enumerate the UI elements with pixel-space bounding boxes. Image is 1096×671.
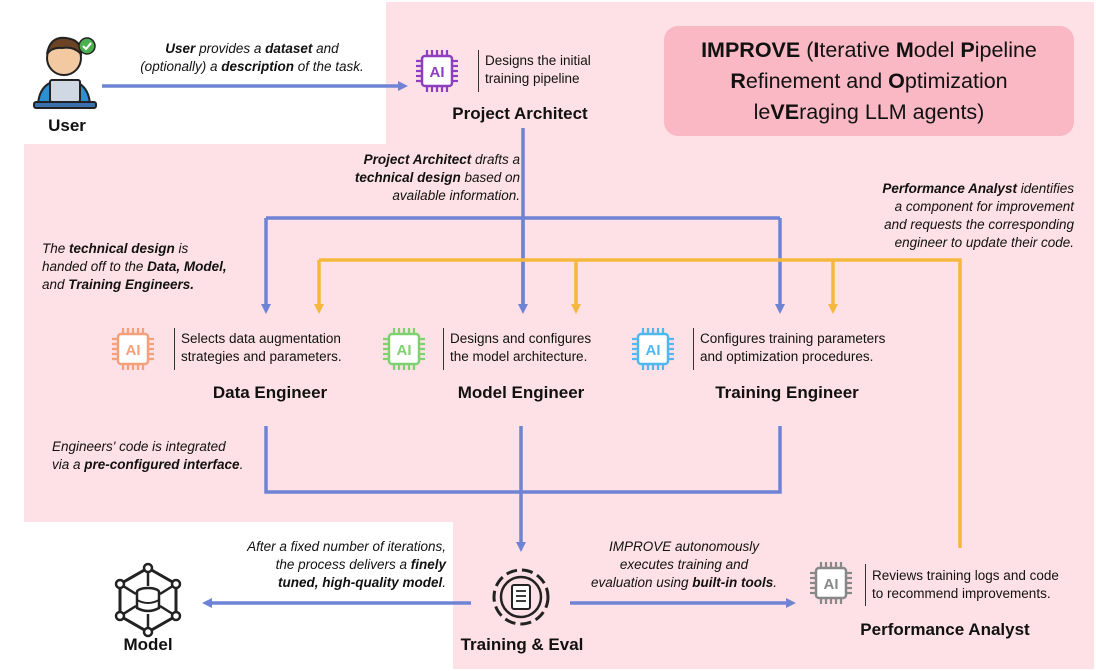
model-engineer-divider [443,328,444,370]
svg-text:AI: AI [430,64,445,81]
performance-analyst-label: Performance Analyst [860,620,1030,639]
note-final-model: After a fixed number of iterations, the … [247,539,446,590]
network-database-icon [114,562,182,638]
architect-ai-chip-icon: AI [416,50,458,92]
project-architect-label: Project Architect [452,104,588,123]
arrow-feedback [319,258,962,548]
note-autonomous: IMPROVE autonomously executes training a… [590,539,778,590]
svg-text:AI: AI [824,576,839,593]
note-handoff: The technical design is handed off to th… [42,241,227,292]
svg-text:AI: AI [646,342,661,359]
pipeline-background [24,2,1094,669]
architect-divider [478,50,479,92]
training-eval-label: Training & Eval [460,635,584,654]
analyst-divider [865,564,866,606]
arrow-data-out [264,426,782,494]
data-engineer-divider [174,328,175,370]
svg-text:AI: AI [397,342,412,359]
training-engineer-ai-chip-icon: AI [632,328,674,370]
user-label: User [48,116,86,135]
training-engineer-divider [693,328,694,370]
user-at-laptop-icon [33,36,97,109]
training-engineer-label: Training Engineer [715,383,859,402]
note-user-input: User provides a dataset and (optionally)… [140,41,364,74]
model-engineer-label: Model Engineer [457,383,585,402]
data-engineer-label: Data Engineer [212,383,328,402]
svg-text:AI: AI [126,342,141,359]
note-architect-design: Project Architect drafts a technical des… [354,152,520,203]
data-engineer-ai-chip-icon: AI [112,328,154,370]
note-analyst-feedback: Performance Analyst identifies a compone… [882,181,1074,250]
model-output-label: Model [123,635,173,654]
model-engineer-ai-chip-icon: AI [383,328,425,370]
analyst-ai-chip-icon: AI [810,562,852,604]
improve-title-box: IMPROVE (Iterative Model Pipeline Refine… [664,26,1074,136]
gear-document-icon [492,568,550,626]
note-integration: Engineers' code is integrated via a pre-… [52,439,244,472]
